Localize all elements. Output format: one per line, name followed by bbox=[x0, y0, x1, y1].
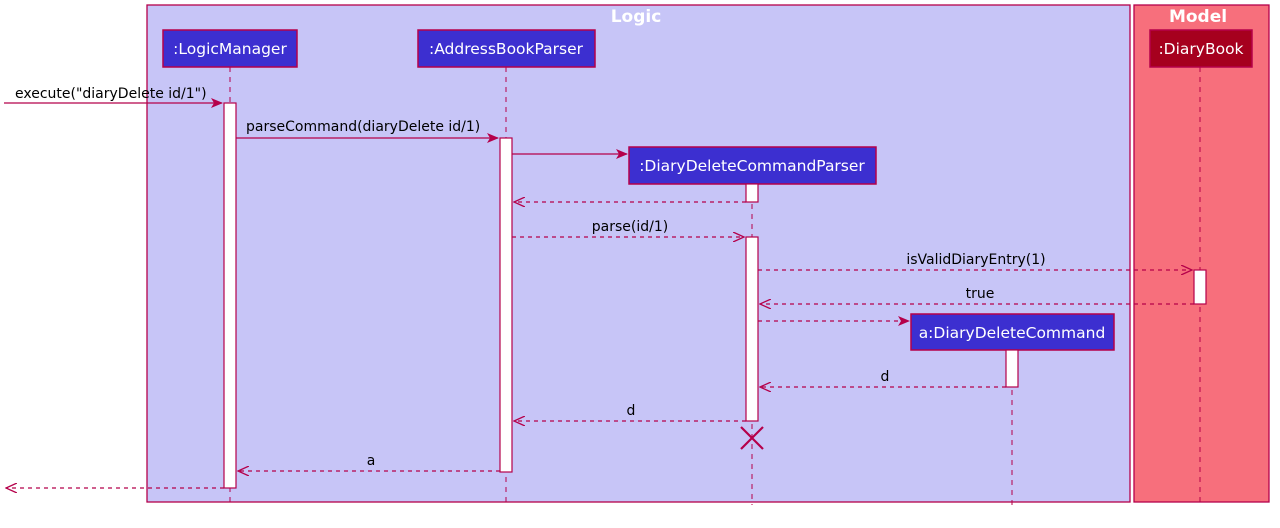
participant-diary-delete-command-label: a:DiaryDeleteCommand bbox=[919, 324, 1106, 342]
activation-logic-manager bbox=[223, 102, 237, 489]
participant-diary-book-label: :DiaryBook bbox=[1158, 40, 1243, 58]
message-parse-command-label: parseCommand(diaryDelete id/1) bbox=[246, 119, 480, 135]
return-true-label: true bbox=[966, 286, 995, 302]
return-d-to-parser-label: d bbox=[881, 369, 890, 385]
x-cross-icon bbox=[740, 426, 764, 450]
model-box: Model bbox=[1133, 4, 1270, 503]
participant-logic-manager-label: :LogicManager bbox=[173, 40, 287, 58]
activation-parser-constructor bbox=[745, 183, 759, 203]
participant-diary-delete-command-parser: :DiaryDeleteCommandParser bbox=[628, 146, 877, 185]
participant-diary-delete-command-parser-label: :DiaryDeleteCommandParser bbox=[639, 157, 865, 175]
participant-diary-delete-command: a:DiaryDeleteCommand bbox=[910, 313, 1115, 351]
activation-parser-parse bbox=[745, 236, 759, 422]
message-execute-label: execute("diaryDelete id/1") bbox=[15, 86, 207, 102]
activation-diary-book bbox=[1193, 269, 1207, 305]
participant-address-book-parser: :AddressBookParser bbox=[417, 29, 596, 68]
logic-box: Logic bbox=[146, 4, 1131, 503]
logic-box-title: Logic bbox=[611, 7, 662, 27]
activation-diary-delete-command bbox=[1005, 349, 1019, 388]
participant-address-book-parser-label: :AddressBookParser bbox=[429, 40, 584, 58]
participant-diary-book: :DiaryBook bbox=[1149, 29, 1253, 68]
return-a-label: a bbox=[367, 453, 376, 469]
activation-address-book-parser bbox=[499, 137, 513, 473]
message-is-valid-diary-entry-label: isValidDiaryEntry(1) bbox=[906, 252, 1045, 268]
return-d-to-address-book-parser-label: d bbox=[627, 403, 636, 419]
model-box-title: Model bbox=[1169, 7, 1227, 27]
participant-logic-manager: :LogicManager bbox=[162, 29, 298, 68]
message-parse-label: parse(id/1) bbox=[592, 219, 668, 235]
